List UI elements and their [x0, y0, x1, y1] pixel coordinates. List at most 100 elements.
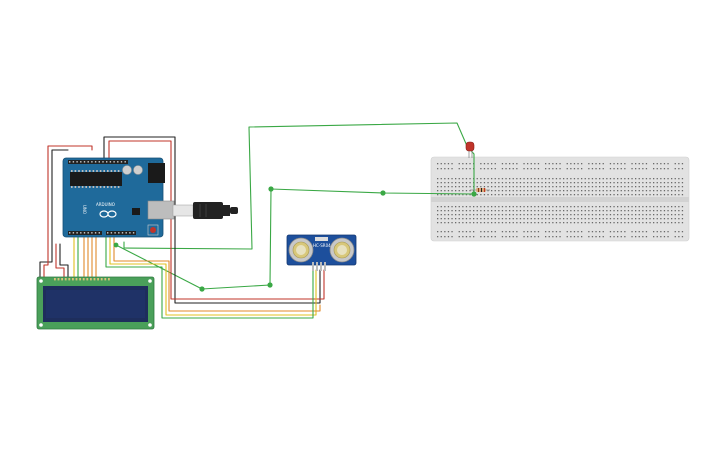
breadboard-hole — [483, 206, 486, 208]
breadboard-hole — [653, 222, 655, 224]
breadboard-hole — [566, 163, 568, 165]
breadboard-hole — [483, 236, 486, 238]
breadboard-hole — [642, 236, 644, 238]
breadboard-hole — [584, 222, 586, 224]
arduino-pin — [80, 161, 82, 163]
wire-ground-loop-top[interactable] — [103, 136, 321, 304]
breadboard-hole — [451, 210, 453, 212]
arduino-pin — [117, 161, 119, 163]
arduino-pin — [124, 161, 126, 163]
breadboard-hole — [599, 210, 601, 212]
breadboard-hole — [491, 194, 493, 196]
breadboard-hole — [501, 190, 504, 192]
breadboard-hole — [573, 178, 576, 180]
breadboard-hole — [573, 168, 576, 170]
wire-sensor-green[interactable] — [105, 235, 314, 319]
breadboard-hole — [440, 163, 442, 165]
breadboard-hole — [455, 210, 457, 212]
chip-leg — [114, 186, 116, 188]
breadboard-hole — [599, 231, 601, 233]
breadboard-hole — [451, 190, 453, 192]
breadboard-hole — [627, 194, 630, 196]
breadboard-hole — [447, 218, 450, 220]
breadboard-hole — [440, 231, 442, 233]
breadboard-hole — [624, 190, 626, 192]
breadboard-hole — [509, 222, 511, 224]
breadboard-hole — [458, 206, 460, 208]
breadboard-hole — [548, 214, 550, 216]
breadboard-hole — [487, 186, 489, 188]
arduino-usb-port[interactable] — [147, 200, 175, 220]
wire-power-loop-left[interactable] — [43, 145, 93, 284]
breadboard-hole — [545, 206, 547, 208]
breadboard-hole — [566, 206, 568, 208]
breadboard-hole — [491, 178, 493, 180]
breadboard-hole — [487, 190, 489, 192]
breadboard-hole — [559, 206, 561, 208]
breadboard-hole — [591, 194, 594, 196]
wire-lcd-red[interactable] — [55, 243, 65, 281]
breadboard-hole — [465, 178, 468, 180]
breadboard-hole — [613, 206, 615, 208]
breadboard-hole — [483, 210, 486, 212]
breadboard-hole — [635, 206, 637, 208]
breadboard-hole — [519, 206, 522, 208]
breadboard-hole — [465, 218, 468, 220]
breadboard-hole — [555, 168, 558, 170]
breadboard-hole — [581, 186, 583, 188]
breadboard-hole — [602, 186, 604, 188]
breadboard-hole — [462, 231, 464, 233]
breadboard-hole — [570, 178, 572, 180]
led[interactable] — [465, 141, 475, 158]
breadboard-hole — [581, 190, 583, 192]
ultrasonic-sensor[interactable]: HC-SR04 — [286, 234, 357, 271]
breadboard-hole — [494, 214, 496, 216]
breadboard-hole — [483, 222, 486, 224]
breadboard-hole — [581, 214, 583, 216]
breadboard-hole — [663, 186, 666, 188]
breadboard-hole — [545, 178, 547, 180]
breadboard-hole — [548, 206, 550, 208]
breadboard-hole — [627, 214, 630, 216]
breadboard-hole — [545, 218, 547, 220]
breadboard-hole — [501, 178, 504, 180]
breadboard-hole — [491, 163, 493, 165]
breadboard-hole — [530, 206, 532, 208]
breadboard[interactable] — [430, 156, 690, 242]
breadboard-hole — [584, 178, 586, 180]
breadboard-hole — [656, 186, 658, 188]
arduino-reset-button[interactable] — [150, 227, 156, 233]
breadboard-hole — [660, 178, 662, 180]
breadboard-hole — [591, 206, 594, 208]
usb-cable[interactable] — [193, 202, 238, 219]
breadboard-hole — [480, 231, 482, 233]
arduino-pin — [107, 232, 109, 234]
breadboard-hole — [512, 210, 514, 212]
breadboard-hole — [545, 194, 547, 196]
breadboard-hole — [678, 218, 680, 220]
breadboard-hole — [606, 214, 608, 216]
wire-sensor-echo[interactable] — [113, 235, 321, 312]
breadboard-hole — [617, 222, 619, 224]
breadboard-hole — [573, 222, 576, 224]
arduino-uno[interactable]: UNO ARDUINO — [62, 157, 194, 238]
usb-cable-end — [230, 207, 238, 214]
breadboard-hole — [591, 186, 594, 188]
wire-sensor-trigger[interactable] — [109, 235, 317, 316]
lcd-module[interactable] — [36, 276, 155, 330]
wire-lcd-black[interactable] — [59, 243, 69, 281]
breadboard-hole — [534, 186, 536, 188]
arduino-power-jack[interactable] — [148, 163, 165, 183]
resistor[interactable] — [470, 188, 490, 192]
breadboard-hole — [570, 190, 572, 192]
breadboard-hole — [552, 186, 554, 188]
wire-ground-loop-left[interactable] — [39, 149, 69, 284]
breadboard-hole — [613, 194, 615, 196]
breadboard-hole — [501, 206, 504, 208]
breadboard-hole — [609, 210, 612, 212]
chip-leg — [78, 186, 80, 188]
breadboard-hole — [555, 231, 558, 233]
wire-arduino-to-led[interactable] — [123, 122, 475, 250]
breadboard-hole — [678, 168, 680, 170]
wire-power-loop-top[interactable] — [108, 140, 325, 300]
